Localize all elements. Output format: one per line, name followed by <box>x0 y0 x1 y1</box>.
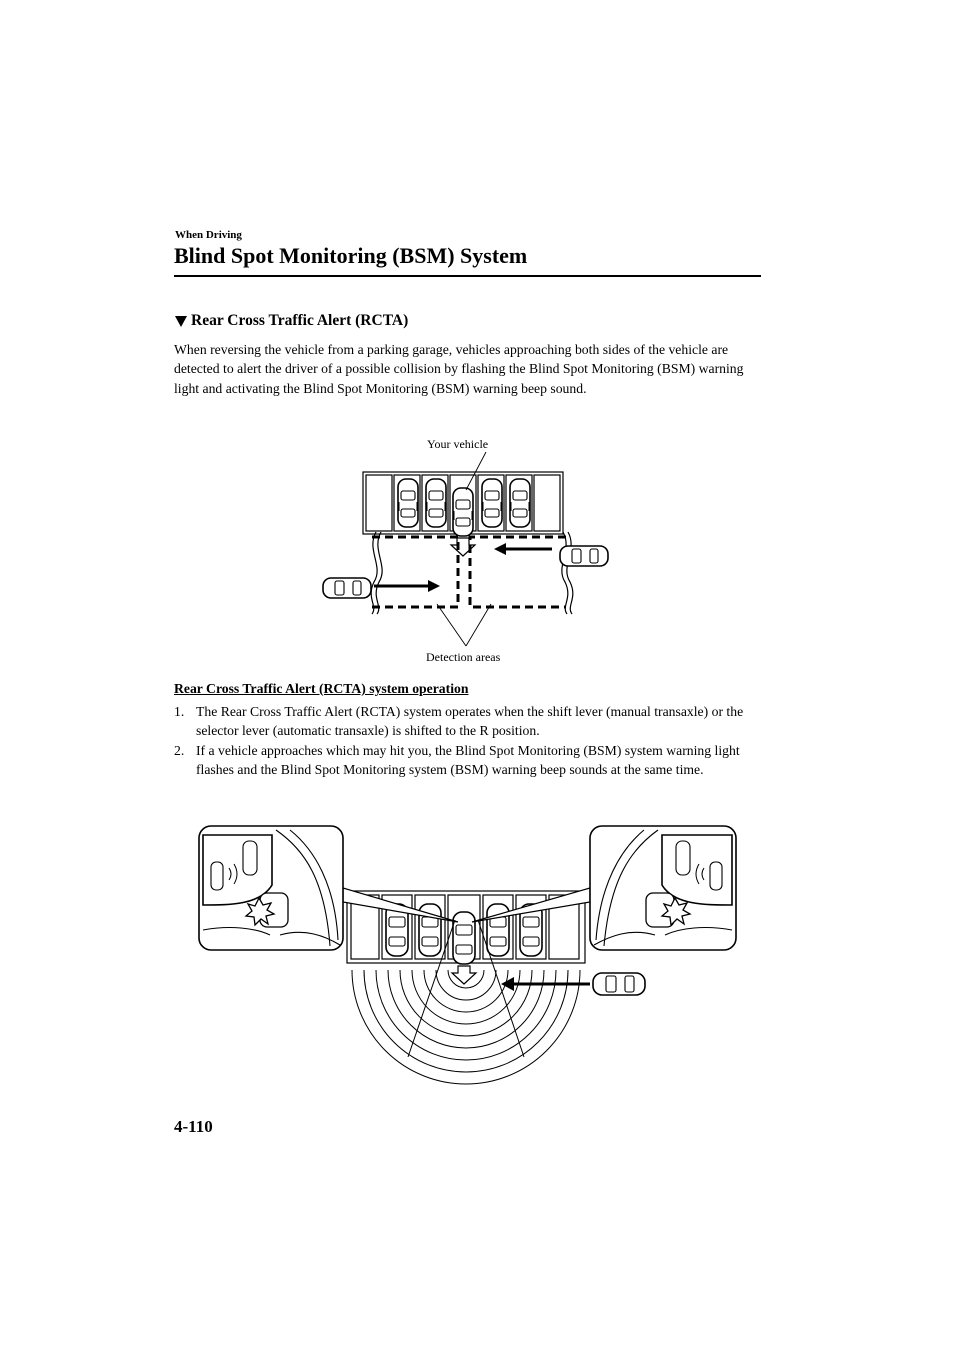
step-text: The Rear Cross Traffic Alert (RCTA) syst… <box>196 704 744 739</box>
approach-arrow <box>501 977 590 991</box>
subsection-heading: Rear Cross Traffic Alert (RCTA) <box>175 312 408 330</box>
detection-areas-label: Detection areas <box>426 650 501 664</box>
warning-flash-icon <box>244 896 276 927</box>
leader-your-vehicle <box>465 451 487 491</box>
title-rule <box>174 275 761 277</box>
leader-detection-left <box>436 603 467 647</box>
reverse-arrow-icon <box>450 965 478 985</box>
your-vehicle-label: Your vehicle <box>427 437 489 451</box>
operation-steps: 1. The Rear Cross Traffic Alert (RCTA) s… <box>174 702 770 780</box>
step-number: 2. <box>174 742 185 758</box>
step-number: 1. <box>174 704 185 719</box>
detection-area-outlines <box>372 535 566 609</box>
subsection-title: Rear Cross Traffic Alert (RCTA) <box>191 312 409 329</box>
approach-arrow-right <box>494 543 552 555</box>
warning-flash-icon <box>660 896 692 927</box>
section-label: When Driving <box>175 229 242 241</box>
approaching-car <box>592 972 646 996</box>
page-number: 4-110 <box>174 1117 213 1136</box>
triangle-down-icon <box>175 315 187 327</box>
sensor-wave-arcs <box>351 969 581 1085</box>
approach-arrow-left <box>374 580 440 592</box>
list-item: 1. The Rear Cross Traffic Alert (RCTA) s… <box>174 702 770 741</box>
mirror-inset-left <box>198 825 344 951</box>
leader-detection-right <box>465 603 492 647</box>
your-vehicle-2 <box>452 911 476 965</box>
mirror-inset-right <box>589 825 737 951</box>
operation-heading: Rear Cross Traffic Alert (RCTA) system o… <box>174 681 469 696</box>
leader-line-left <box>407 919 456 1058</box>
leader-line-right <box>477 919 525 1058</box>
list-item: 2. If a vehicle approaches which may hit… <box>174 741 770 780</box>
intro-paragraph: When reversing the vehicle from a parkin… <box>174 342 744 396</box>
page-title: Blind Spot Monitoring (BSM) System <box>174 243 528 268</box>
step-text: If a vehicle approaches which may hit yo… <box>196 742 740 778</box>
